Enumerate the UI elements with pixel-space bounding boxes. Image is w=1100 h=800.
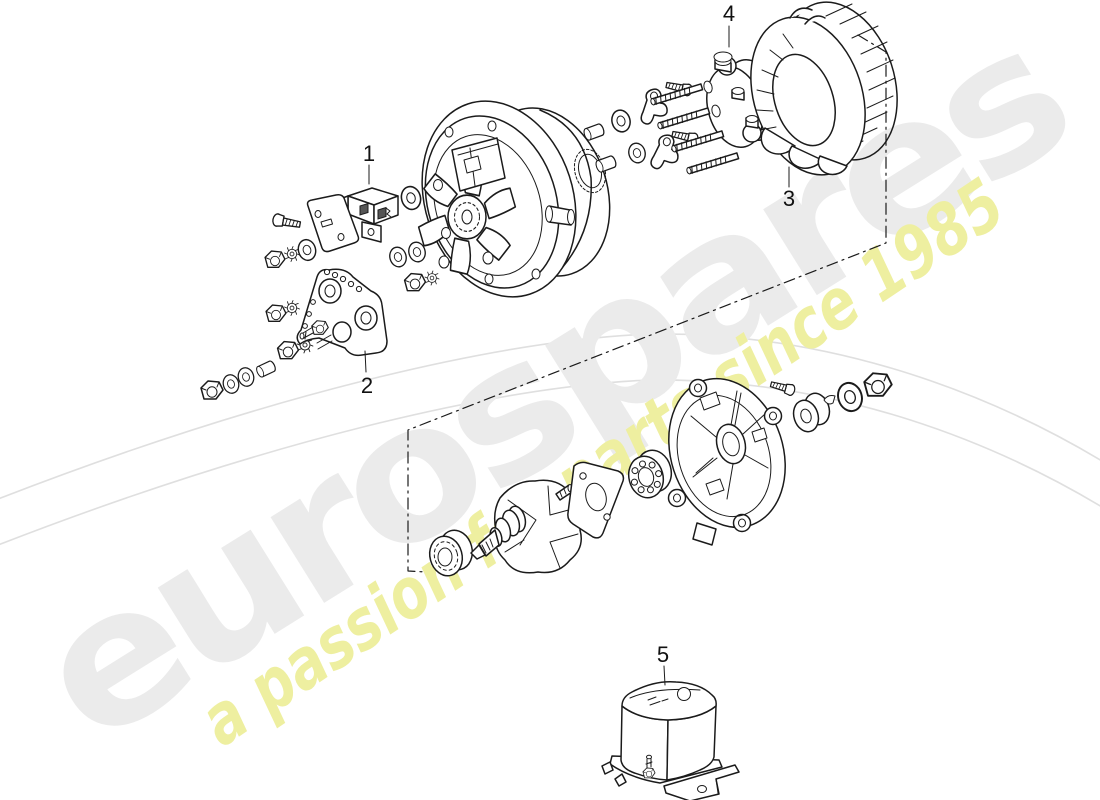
stator-part [750, 1, 898, 176]
woodruff-key [823, 395, 836, 405]
diode-plate-part [296, 268, 388, 357]
spacer-sleeve [254, 359, 278, 379]
regulator-top-markings [647, 696, 669, 706]
lock-washer [424, 270, 440, 286]
front-housing-part [417, 100, 611, 298]
watermark-swoosh-band [0, 333, 1100, 545]
callout-3-label[interactable]: 3 [783, 186, 795, 211]
regulator-terminal [642, 754, 656, 779]
retaining-clip [640, 88, 668, 125]
watermark-swoosh-top-line [0, 333, 1100, 500]
callout-5-leader [663, 665, 666, 686]
callout-4[interactable]: 4 [723, 1, 735, 48]
cover-plate [306, 194, 360, 253]
callout-1-label[interactable]: 1 [363, 141, 375, 166]
callout-2-label[interactable]: 2 [361, 373, 373, 398]
hex-nut [200, 380, 224, 400]
stator-laminations [825, 3, 896, 153]
washer [295, 236, 319, 264]
callout-2[interactable]: 2 [361, 350, 373, 398]
callout-3[interactable]: 3 [783, 166, 795, 211]
regulator-top-port [677, 687, 691, 701]
brush-holder-part [339, 187, 399, 243]
hex-nut [264, 250, 286, 268]
front-bearing [428, 529, 474, 577]
housing-windows [699, 391, 768, 496]
washer [625, 140, 649, 166]
callout-4-label[interactable]: 4 [723, 1, 735, 26]
retaining-clip [649, 132, 682, 173]
hex-nut [265, 304, 287, 322]
callout-2-leader [364, 350, 367, 373]
callout-5[interactable]: 5 [657, 642, 669, 686]
rotor-part [470, 479, 582, 574]
stator-windings [760, 7, 848, 176]
shaft-stub [545, 205, 575, 226]
housing-ears [667, 378, 783, 533]
bearing-retainer-plate [567, 461, 625, 539]
spacer-sleeve [582, 122, 606, 142]
washer [386, 244, 410, 270]
rear-housing-part [667, 377, 786, 546]
fasteners-rear [768, 372, 893, 433]
regulator-part [601, 680, 740, 800]
terminal-posts [713, 51, 759, 129]
diode-carrier-part [649, 51, 781, 176]
washer [608, 107, 634, 135]
watermark-swoosh-bottom-line [0, 379, 1100, 546]
upper-assembly [200, 1, 898, 400]
housing-ribs [690, 390, 769, 500]
callouts: 1 2 3 4 5 [361, 1, 795, 686]
screw [271, 212, 302, 231]
lock-washer [284, 246, 300, 262]
spacer-roller [792, 392, 831, 433]
callout-5-label[interactable]: 5 [657, 642, 669, 667]
subassembly-dashed-box [407, 34, 887, 573]
rim-bolt-holes [433, 120, 541, 285]
hex-nut [276, 340, 300, 360]
lower-assembly [428, 372, 893, 577]
rear-bearing [623, 449, 673, 503]
washer [398, 183, 424, 213]
lock-washer [284, 300, 300, 316]
hex-nut [403, 272, 427, 292]
callout-1[interactable]: 1 [363, 141, 375, 185]
